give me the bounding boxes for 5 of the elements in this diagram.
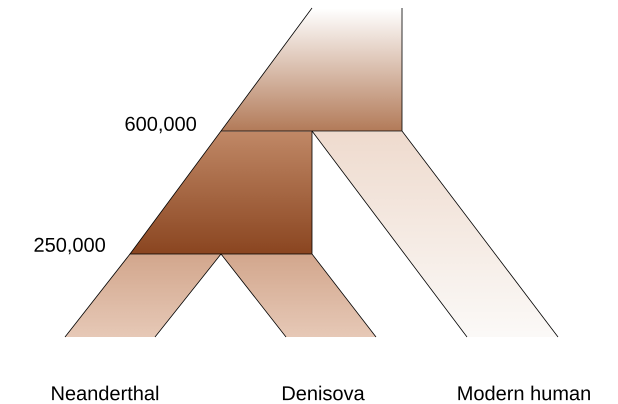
time-label: 250,000	[34, 238, 105, 254]
species-label: Neanderthal	[52, 386, 158, 400]
species-label: Denisova	[282, 386, 365, 400]
species-label: Modern human	[458, 386, 590, 400]
time-label: 600,000	[126, 116, 196, 134]
